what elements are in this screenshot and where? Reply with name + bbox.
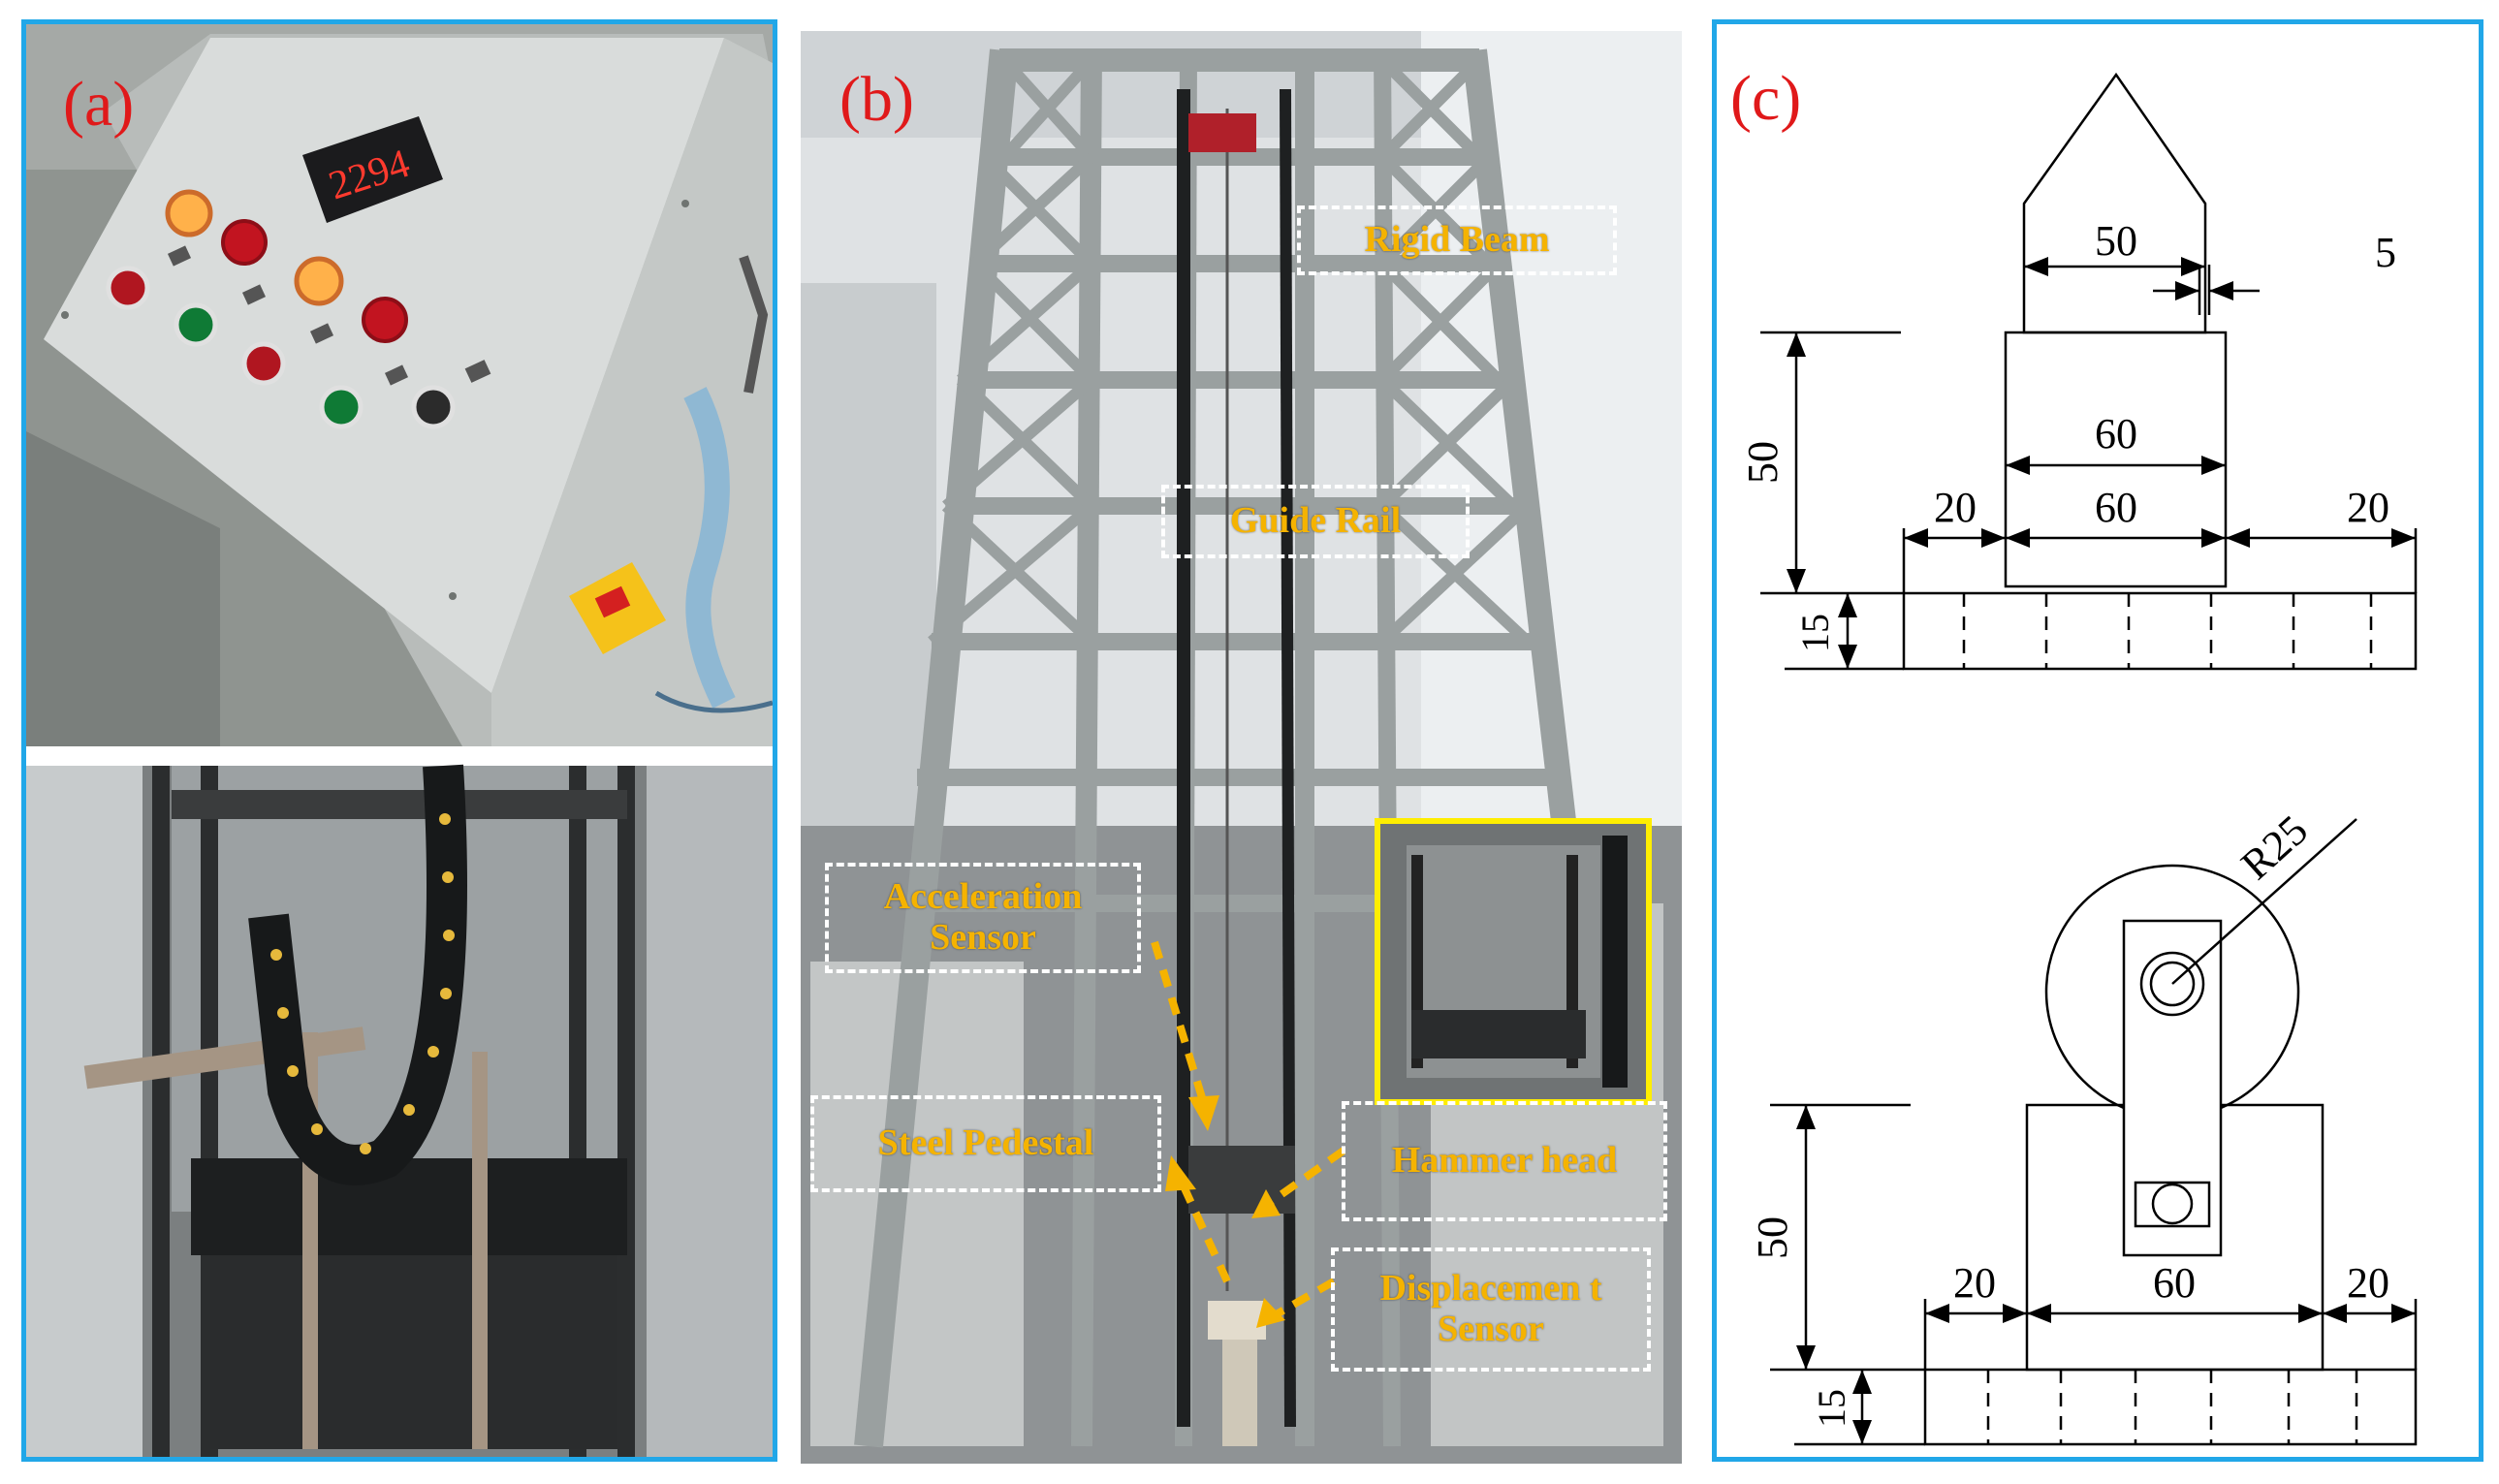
dim-15: 15 xyxy=(1793,614,1837,652)
control-box-photo: 2294 xyxy=(26,24,773,761)
callout-guide-rail: Guide Rail xyxy=(1161,485,1470,558)
indicator-lamp-lit xyxy=(294,256,344,306)
dim-5: 5 xyxy=(2375,229,2396,276)
hammer-head-inset xyxy=(1375,818,1652,1105)
callout-steel-pedestal: Steel Pedestal xyxy=(810,1095,1161,1192)
indicator-lamp-lit xyxy=(165,189,213,237)
hoist xyxy=(1188,113,1256,152)
dim-width-wedge: 50 xyxy=(2095,217,2137,265)
callout-hammer-head: Hammer head xyxy=(1342,1101,1667,1221)
red-push-button xyxy=(241,341,286,386)
specimen-drawings: 50 5 60 60 20 20 50 15 xyxy=(1739,72,2418,1446)
indicator-lamp xyxy=(221,219,268,266)
panel-a: 2294 xyxy=(21,19,777,1462)
dim-60-upper: 60 xyxy=(2095,410,2137,458)
dim-height-50: 50 xyxy=(1739,441,1787,484)
callout-displacement-sensor: Displacemen t Sensor xyxy=(1331,1247,1651,1372)
hammer-head-photo xyxy=(26,764,773,1457)
panel-c: 50 5 60 60 20 20 50 15 xyxy=(1712,19,2483,1462)
panel-c-label: (c) xyxy=(1730,63,1802,134)
indicator-lamp xyxy=(362,297,408,343)
base-plate xyxy=(1902,591,2418,671)
green-push-button xyxy=(319,385,364,429)
cable-chain xyxy=(248,764,467,1185)
dim-20-left-bottom: 20 xyxy=(1953,1259,1996,1307)
dim-60-bottom: 60 xyxy=(2153,1259,2196,1307)
wedge-indenter xyxy=(2022,72,2207,334)
callout-rigid-beam: Rigid Beam xyxy=(1297,205,1617,275)
panel-b-label: (b) xyxy=(839,64,914,135)
dim-radius: R25 xyxy=(2232,805,2317,889)
dim-15-bottom: 15 xyxy=(1810,1389,1853,1428)
steel-pedestal xyxy=(1222,1340,1257,1446)
drop-hammer-photo xyxy=(801,31,1682,1464)
red-push-button xyxy=(106,266,150,310)
digital-display: 2294 xyxy=(302,116,443,223)
selector-switch xyxy=(411,385,456,429)
dim-20-right-bottom: 20 xyxy=(2347,1259,2389,1307)
dim-60-lower: 60 xyxy=(2095,484,2137,531)
upper-block xyxy=(2004,331,2228,588)
dim-20-right: 20 xyxy=(2347,484,2389,531)
main-switch xyxy=(569,562,666,654)
callout-acceleration-sensor: Acceleration Sensor xyxy=(825,863,1141,973)
panel-b: (b) Rigid Beam Guide Rail Acceleration S… xyxy=(801,31,1682,1464)
dim-height-50-bottom: 50 xyxy=(1749,1216,1796,1259)
top-drawing xyxy=(1760,72,2418,671)
bottom-drawing xyxy=(1770,818,2418,1446)
panel-a-label: (a) xyxy=(63,69,135,140)
panel-a-photos: 2294 xyxy=(26,24,773,1457)
dim-20-left: 20 xyxy=(1934,484,1977,531)
green-push-button xyxy=(174,302,218,347)
